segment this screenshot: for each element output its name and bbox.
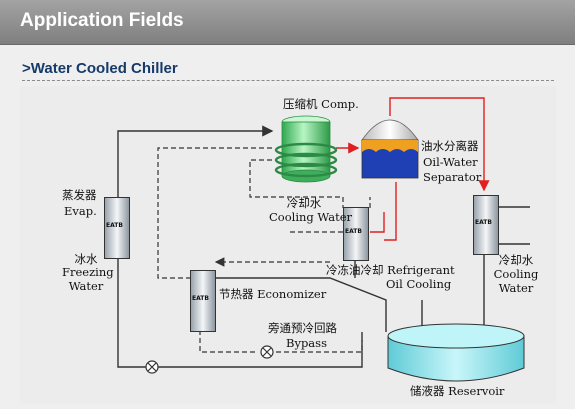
freezing-water-en-2: Water bbox=[68, 279, 104, 293]
economizer-brand: EATB bbox=[192, 295, 209, 302]
separator-label-cn: 油水分离器 bbox=[421, 139, 479, 153]
refrigerant-oil-cooling-2: Oil Cooling bbox=[386, 277, 452, 291]
refrigerant-oil-cooling-1: 冷冻油冷却 Refrigerant bbox=[326, 263, 455, 277]
cooling-water-right-en-1: Cooling bbox=[493, 267, 539, 281]
condenser-brand: EATB bbox=[475, 219, 492, 226]
cooling-water-left-cn: 冷却水 bbox=[286, 196, 322, 210]
evaporator-brand: EATB bbox=[106, 222, 123, 229]
freezing-water-cn: 冰水 bbox=[74, 252, 98, 266]
cooling-pipes bbox=[157, 147, 371, 353]
condenser-exchanger: EATB bbox=[473, 195, 499, 255]
cooling-water-left-en: Cooling Water bbox=[269, 210, 353, 224]
expansion-valve-2 bbox=[260, 345, 274, 359]
evaporator-label-en: Evap. bbox=[64, 204, 97, 218]
evaporator-exchanger: EATB bbox=[104, 197, 130, 259]
oil-cooler-exchanger: EATB bbox=[343, 207, 369, 261]
section-title: >Water Cooled Chiller bbox=[22, 60, 178, 77]
compressor bbox=[274, 115, 338, 183]
evaporator-label-cn: 蒸发器 bbox=[62, 188, 97, 202]
compressor-label: 压缩机 Comp. bbox=[283, 97, 359, 111]
cooling-water-right-cn: 冷却水 bbox=[498, 253, 534, 267]
reservoir bbox=[387, 323, 525, 382]
header-title: Application Fields bbox=[20, 10, 184, 31]
separator-label-en-1: Oil-Water bbox=[423, 155, 478, 169]
bypass-label-cn: 旁通预冷回路 bbox=[268, 321, 337, 335]
header-bar: Application Fields bbox=[0, 0, 575, 45]
oil-cooler-brand: EATB bbox=[345, 228, 362, 235]
separator-label-en-2: Separator bbox=[423, 170, 482, 184]
economizer-label: 节热器 Economizer bbox=[219, 287, 327, 301]
expansion-valve-1 bbox=[145, 360, 159, 374]
divider bbox=[22, 80, 554, 81]
oil-water-separator bbox=[361, 119, 419, 179]
reservoir-label: 储液器 Reservoir bbox=[410, 384, 505, 398]
cooling-water-right-en-2: Water bbox=[498, 281, 534, 295]
bypass-label-en: Bypass bbox=[286, 336, 327, 350]
freezing-water-en-1: Freezing bbox=[62, 265, 114, 279]
economizer-exchanger: EATB bbox=[190, 270, 216, 332]
hot-gas-lines bbox=[336, 97, 490, 241]
